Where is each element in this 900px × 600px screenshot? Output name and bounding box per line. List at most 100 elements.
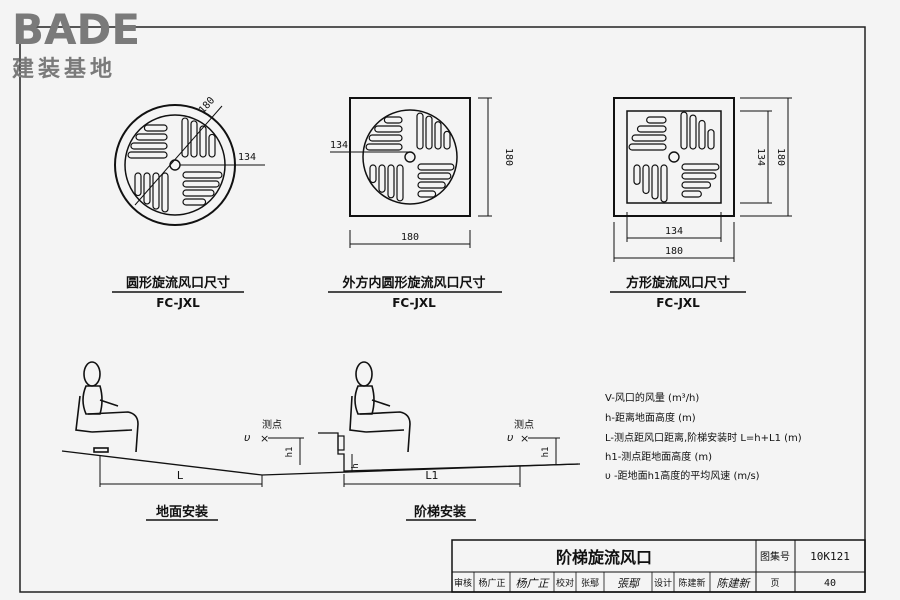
square-round-vent-diagram: 134 180 180 外方内圆形旋流风口尺寸 FC-JXL — [328, 97, 514, 310]
measure-point-cross-icon: × — [260, 432, 269, 445]
velocity-symbol: υ — [507, 431, 513, 444]
square-plate-inner — [626, 110, 722, 204]
grille-slot — [374, 125, 403, 133]
checker-signature: 張鄢 — [617, 577, 641, 590]
grille-slot — [636, 125, 667, 133]
page-label: 页 — [770, 578, 779, 589]
grille-slot — [681, 190, 702, 198]
grille-slot — [689, 114, 697, 150]
square-plate — [349, 97, 471, 217]
install2-caption: 阶梯安装 — [414, 504, 466, 520]
sloped-floor-line — [61, 450, 579, 476]
grille-slot — [681, 172, 717, 180]
square-plate-outer — [613, 97, 735, 217]
grille-slot — [127, 151, 168, 159]
grille-slot — [633, 164, 641, 185]
square-swirl-grille — [628, 111, 720, 203]
diagram3-model: FC-JXL — [656, 296, 700, 310]
measure-point-label: 测点 — [514, 418, 534, 431]
grille-slot — [208, 133, 216, 158]
dim-label-height: 180 — [503, 148, 514, 166]
grille-slot — [417, 172, 452, 180]
page-number: 40 — [824, 578, 836, 589]
grille-slot — [369, 164, 377, 184]
grille-slot — [383, 116, 403, 124]
legend-item: L-测点距风口距离,阶梯安装时 L=h+L1 (m) — [605, 431, 802, 444]
title-block: 阶梯旋流风口 图集号 10K121 审核 杨广正 杨广正 校对 张鄢 張鄢 设计… — [451, 539, 866, 593]
grille-slot — [387, 164, 395, 199]
grille-slot — [182, 180, 220, 188]
grille-slot — [434, 121, 442, 150]
title-block-frame — [451, 539, 866, 593]
install1-caption: 地面安装 — [156, 504, 208, 520]
legend-item: h1-测点距地面高度 (m) — [605, 450, 712, 463]
grille-slot — [660, 164, 668, 203]
atlas-number: 10K121 — [810, 550, 850, 563]
grille-slot — [646, 116, 667, 124]
h1-label: h1 — [285, 447, 295, 458]
dim-label-inner-w: 134 — [665, 226, 683, 237]
stepped-install-diagram: 测点 υ × h1 h L1 阶梯安装 — [318, 361, 581, 521]
diagram3-caption: 方形旋流风口尺寸 — [626, 275, 730, 291]
grille-slot — [396, 164, 404, 202]
measure-point-cross-icon: × — [520, 432, 529, 445]
legend-item: h-距离地面高度 (m) — [605, 411, 696, 424]
dimension-line — [134, 105, 223, 206]
grille-slot — [651, 164, 659, 200]
swirl-grille — [127, 117, 223, 213]
swirl-grille — [365, 112, 455, 202]
drawing-title: 阶梯旋流风口 — [556, 548, 652, 567]
symbol-legend: V-风口的风量 (m³/h) h-距离地面高度 (m) L-测点距风口距离,阶梯… — [605, 391, 802, 482]
step-vent — [337, 435, 345, 451]
grille-slot — [182, 171, 223, 179]
diagram2-model: FC-JXL — [392, 296, 436, 310]
grille-slot — [681, 163, 720, 171]
grille-slot — [707, 129, 715, 150]
stepped-floor-line — [318, 432, 581, 472]
measure-point-label: 测点 — [262, 418, 282, 431]
atlas-label: 图集号 — [760, 550, 790, 563]
grille-slot — [417, 190, 437, 198]
distance-label: L1 — [425, 469, 438, 482]
logo-subtitle: 建装基地 — [12, 57, 116, 82]
grille-slot — [642, 164, 650, 195]
grille-slot — [182, 189, 215, 197]
dim-label-outer-h: 180 — [775, 148, 786, 166]
design-label: 设计 — [654, 577, 672, 589]
grille-slot — [368, 134, 403, 142]
dim-label-width: 180 — [401, 232, 419, 243]
grille-slot — [417, 181, 446, 189]
legend-item: V-风口的风量 (m³/h) — [605, 391, 699, 404]
grille-slot — [161, 172, 169, 213]
diagram1-model: FC-JXL — [156, 296, 200, 310]
dim-label-inner: 134 — [238, 152, 256, 163]
grille-slot — [425, 115, 433, 150]
dim-label-inner-h: 134 — [755, 148, 766, 166]
round-vent-diagram: 180 134 圆形旋流风口尺寸 FC-JXL — [112, 95, 265, 310]
grille-slot — [378, 164, 386, 193]
grille-slot — [628, 143, 667, 151]
designer-name: 陈建新 — [678, 577, 705, 589]
distance-label: L — [177, 469, 184, 482]
grille-slot — [631, 134, 667, 142]
reviewer-signature: 杨广正 — [516, 577, 551, 590]
grille-slot — [199, 125, 207, 158]
floor-install-diagram: 测点 υ × h1 L 地面安装 — [61, 361, 579, 521]
logo: BADE 建装基地 — [12, 5, 140, 82]
signature-row: 审核 杨广正 杨广正 校对 张鄢 張鄢 设计 陈建新 陈建新 页 40 — [454, 572, 836, 592]
sheet-frame — [19, 26, 866, 593]
inner-circle — [362, 109, 458, 205]
grille-slot — [365, 143, 403, 151]
diagram2-caption: 外方内圆形旋流风口尺寸 — [341, 275, 485, 291]
grille-slot — [190, 120, 198, 158]
review-label: 审核 — [454, 577, 472, 589]
grille-slot — [181, 117, 189, 158]
velocity-symbol: υ — [244, 431, 250, 444]
grille-slot — [143, 124, 168, 132]
seated-person-icon — [349, 361, 411, 453]
dim-label-outer: 180 — [197, 95, 217, 116]
grille-slot — [134, 172, 142, 197]
h1-label: h1 — [541, 447, 551, 458]
grille-slot — [417, 163, 455, 171]
